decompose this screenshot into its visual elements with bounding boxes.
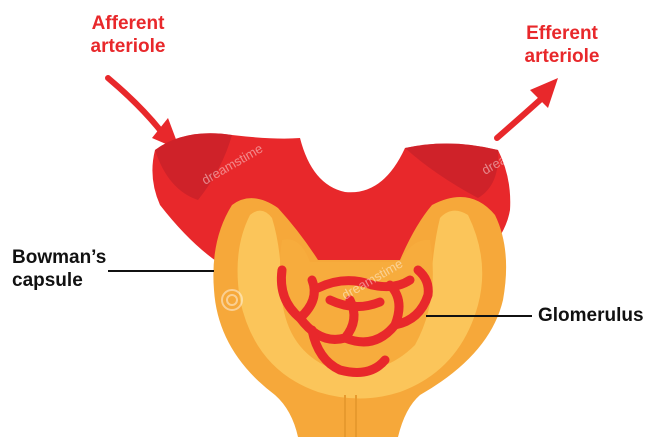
efferent-arrow bbox=[497, 78, 558, 138]
bowmans-capsule-label: Bowman’s capsule bbox=[12, 246, 112, 292]
afferent-arteriole-label: Afferent arteriole bbox=[78, 12, 178, 58]
glomerulus-label: Glomerulus bbox=[538, 304, 658, 327]
efferent-arteriole-label: Efferent arteriole bbox=[512, 22, 612, 68]
afferent-arrow bbox=[108, 78, 180, 150]
